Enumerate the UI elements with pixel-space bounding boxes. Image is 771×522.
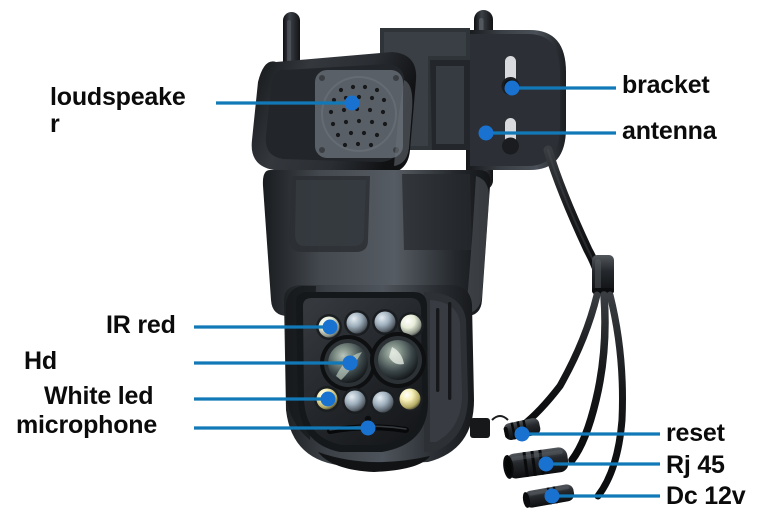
callout-label-rj45: Rj 45 (666, 451, 725, 479)
led-row-bottom (314, 386, 423, 415)
side-vent-panel (424, 292, 468, 452)
reset-connector (470, 415, 541, 441)
cable-harness (518, 145, 626, 500)
callout-dot-microphone (360, 420, 376, 436)
callout-dot-hd (342, 355, 358, 371)
callout-dot-white-led (320, 391, 336, 407)
callout-dot-loudspeaker (344, 95, 360, 111)
lens-faceplate (296, 292, 428, 452)
mount-bracket (380, 28, 566, 170)
microphone-slot (327, 415, 409, 434)
callout-dot-bracket (504, 80, 520, 96)
dc-power-connector (522, 484, 575, 508)
callout-label-ir-red: IR red (106, 311, 176, 339)
callout-dot-antenna (478, 125, 494, 141)
callout-label-dc12v: Dc 12v (666, 482, 746, 510)
loudspeaker-horn (251, 52, 417, 174)
led-row-top (316, 309, 424, 340)
lens-pair (320, 332, 426, 391)
callout-dot-dc12v (544, 488, 560, 504)
rj45-connector (503, 447, 569, 479)
callout-label-antenna: antenna (622, 117, 717, 145)
callout-label-reset: reset (666, 419, 725, 447)
callout-label-hd: Hd (24, 347, 57, 375)
callout-label-white-led: White led (44, 382, 154, 410)
callout-lines (194, 86, 660, 498)
callout-label-loudspeaker: loudspeake r (50, 83, 186, 138)
cable-splitter (592, 255, 614, 295)
reset-dust-cap (470, 418, 490, 438)
callout-dot-ir-red (322, 319, 338, 335)
camera-shroud (262, 170, 491, 316)
callout-label-microphone: microphone (16, 411, 158, 439)
speaker-grille (315, 70, 403, 158)
camera-head (284, 285, 474, 472)
callout-label-bracket: bracket (622, 71, 710, 99)
callout-dot-rj45 (538, 456, 554, 472)
bracket-slot-lower (502, 118, 519, 155)
antenna-left-rod (283, 12, 300, 180)
bracket-slot-upper (501, 56, 520, 95)
callout-dot-reset (514, 426, 530, 442)
antenna-right-rod (474, 10, 493, 190)
callout-dots (320, 80, 560, 504)
